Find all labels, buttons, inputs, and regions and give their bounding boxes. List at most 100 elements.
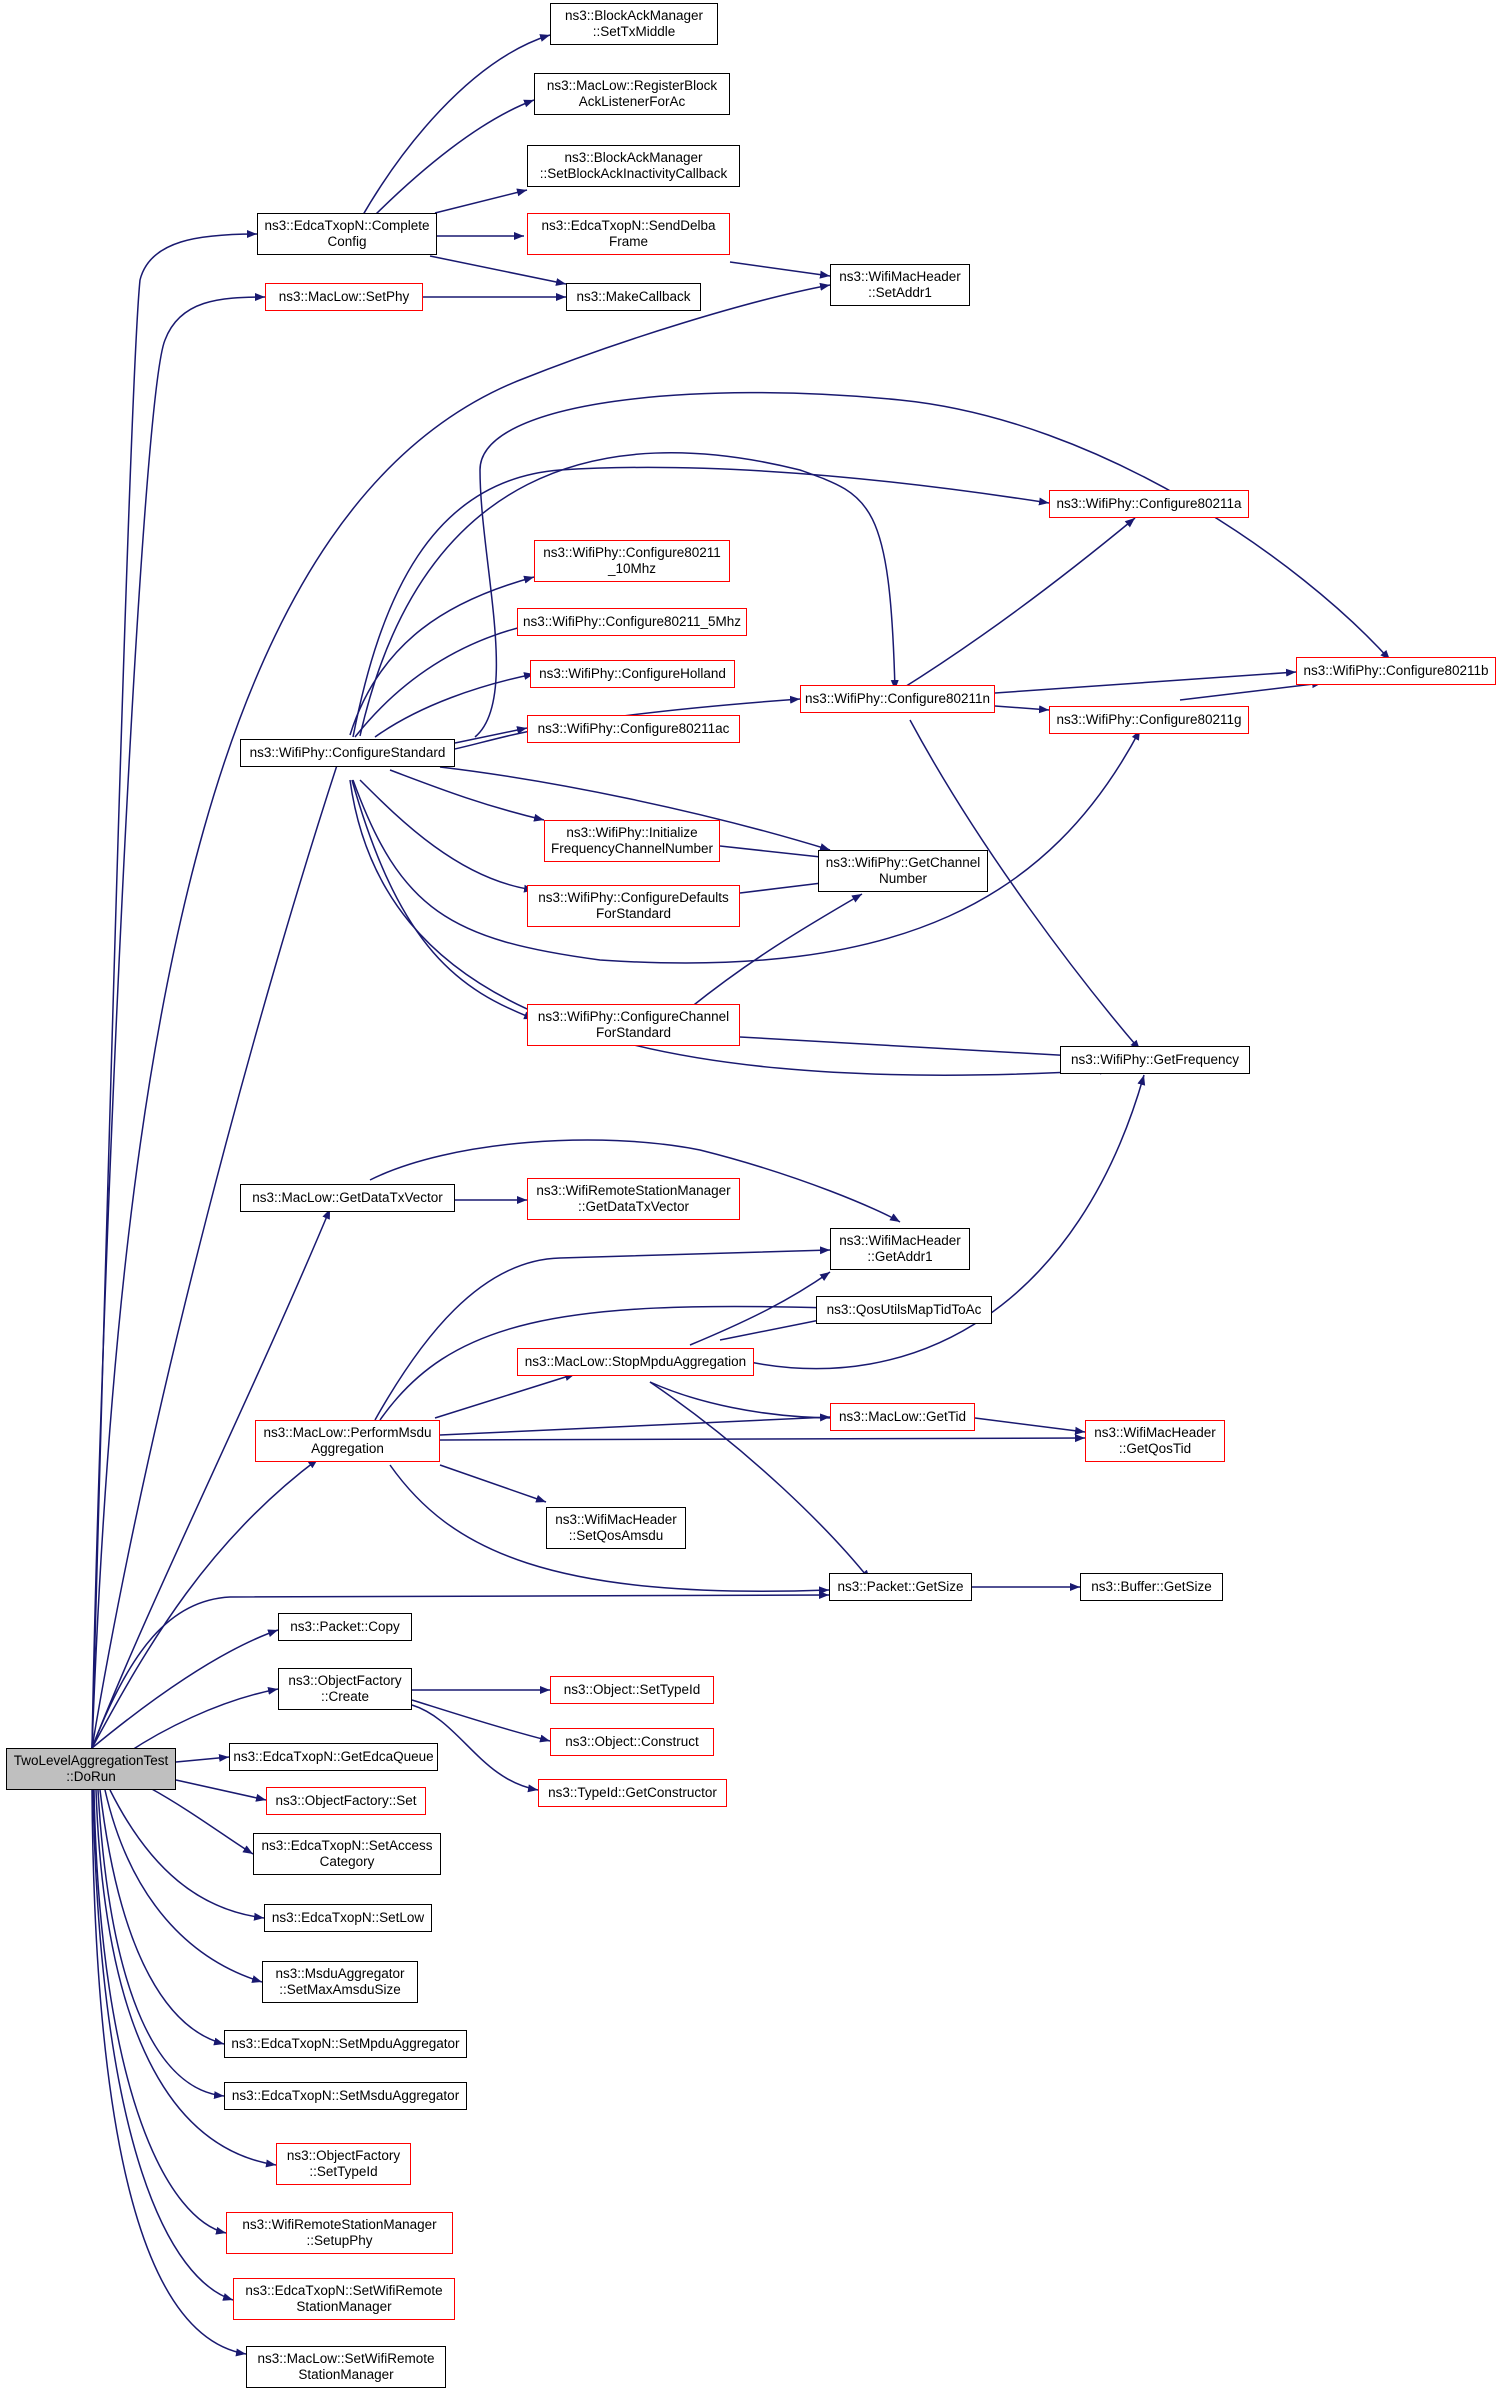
edge: [91, 293, 266, 1749]
edge: [434, 1373, 576, 1419]
call-node-configure-80211n[interactable]: ns3::WifiPhy::Configure80211n: [800, 685, 995, 713]
edge: [109, 1789, 265, 1921]
call-node-set-access-category[interactable]: ns3::EdcaTxopN::SetAccess Category: [253, 1833, 441, 1875]
call-node-packet-get-size[interactable]: ns3::Packet::GetSize: [829, 1573, 972, 1601]
call-node-set-phy[interactable]: ns3::MacLow::SetPhy: [265, 283, 423, 311]
edge: [994, 705, 1050, 714]
call-node-set-msdu-aggregator[interactable]: ns3::EdcaTxopN::SetMsduAggregator: [224, 2082, 467, 2110]
edge: [439, 1464, 547, 1503]
call-node-set-block-ack-inactivity[interactable]: ns3::BlockAckManager ::SetBlockAckInacti…: [527, 145, 740, 187]
edge: [91, 1458, 319, 1749]
call-node-setup-phy[interactable]: ns3::WifiRemoteStationManager ::SetupPhy: [226, 2212, 453, 2254]
call-node-get-addr1[interactable]: ns3::WifiMacHeader ::GetAddr1: [830, 1228, 970, 1270]
call-node-stop-mpdu-aggregation[interactable]: ns3::MacLow::StopMpduAggregation: [517, 1348, 754, 1376]
edge: [439, 766, 831, 851]
edge: [91, 282, 831, 1749]
edge: [119, 1686, 279, 1759]
edge: [739, 1036, 1111, 1062]
edge: [175, 1779, 267, 1802]
edge: [379, 1303, 831, 1421]
edge: [352, 729, 1141, 964]
call-node-set-qos-amsdu[interactable]: ns3::WifiMacHeader ::SetQosAmsdu: [546, 1507, 686, 1549]
edge: [411, 1699, 551, 1743]
call-node-object-set-type-id[interactable]: ns3::Object::SetTypeId: [550, 1676, 714, 1704]
edge: [649, 1381, 871, 1581]
call-node-make-callback[interactable]: ns3::MakeCallback: [566, 283, 701, 311]
call-node-set-mpdu-aggregator[interactable]: ns3::EdcaTxopN::SetMpduAggregator: [224, 2030, 467, 2058]
call-node-maclow-set-wifi-remote-station-manager[interactable]: ns3::MacLow::SetWifiRemote StationManage…: [246, 2346, 446, 2388]
edge: [474, 391, 1391, 738]
call-node-edca-set-wifi-remote-station-manager[interactable]: ns3::EdcaTxopN::SetWifiRemote StationMan…: [233, 2278, 455, 2320]
edge: [719, 1316, 831, 1341]
call-node-configure-80211ac[interactable]: ns3::WifiPhy::Configure80211ac: [527, 715, 740, 743]
edge: [389, 1464, 830, 1595]
call-node-initialize-frequency-channel[interactable]: ns3::WifiPhy::Initialize FrequencyChanne…: [544, 820, 720, 862]
edge: [454, 726, 528, 744]
call-node-register-block-ack-listener[interactable]: ns3::MacLow::RegisterBlock AckListenerFo…: [534, 73, 730, 115]
edge: [974, 1417, 1086, 1435]
call-node-rsm-get-data-tx-vector[interactable]: ns3::WifiRemoteStationManager ::GetDataT…: [527, 1178, 740, 1220]
edge: [91, 755, 341, 1749]
call-node-configure-defaults[interactable]: ns3::WifiPhy::ConfigureDefaults ForStand…: [527, 885, 740, 927]
edge: [1179, 680, 1323, 701]
edge: [91, 1629, 279, 1749]
call-node-get-qos-tid[interactable]: ns3::WifiMacHeader ::GetQosTid: [1085, 1420, 1225, 1462]
edge: [909, 719, 1141, 1051]
call-node-configure-holland[interactable]: ns3::WifiPhy::ConfigureHolland: [530, 660, 735, 688]
call-node-complete-config[interactable]: ns3::EdcaTxopN::Complete Config: [257, 213, 437, 255]
call-node-get-data-tx-vector[interactable]: ns3::MacLow::GetDataTxVector: [240, 1184, 455, 1212]
edge: [149, 1787, 254, 1855]
call-node-get-channel-number[interactable]: ns3::WifiPhy::GetChannel Number: [818, 850, 988, 892]
call-node-packet-copy[interactable]: ns3::Packet::Copy: [278, 1613, 412, 1641]
call-node-object-factory-set-type-id[interactable]: ns3::ObjectFactory ::SetTypeId: [276, 2143, 411, 2185]
call-node-configure-channel[interactable]: ns3::WifiPhy::ConfigureChannel ForStanda…: [527, 1004, 740, 1046]
call-node-object-construct[interactable]: ns3::Object::Construct: [550, 1728, 714, 1756]
edge: [719, 845, 831, 861]
edge: [411, 1704, 539, 1793]
edge: [899, 517, 1136, 691]
call-node-configure-80211-10mhz[interactable]: ns3::WifiPhy::Configure80211 _10Mhz: [534, 540, 730, 582]
edge: [91, 1208, 331, 1749]
call-node-object-factory-set[interactable]: ns3::ObjectFactory::Set: [266, 1787, 426, 1815]
edge: [99, 1789, 225, 2046]
edge: [104, 1789, 263, 1983]
edge: [359, 779, 535, 893]
edge: [369, 1139, 901, 1223]
call-node-set-low[interactable]: ns3::EdcaTxopN::SetLow: [264, 1904, 432, 1932]
edge: [729, 261, 831, 279]
edge: [359, 452, 899, 737]
call-node-qos-utils-map-tid-to-ac[interactable]: ns3::QosUtilsMapTidToAc: [816, 1296, 992, 1324]
call-node-set-max-amsdu-size[interactable]: ns3::MsduAggregator ::SetMaxAmsduSize: [262, 1961, 418, 2003]
call-node-buffer-get-size[interactable]: ns3::Buffer::GetSize: [1080, 1573, 1223, 1601]
call-node-configure-80211g[interactable]: ns3::WifiPhy::Configure80211g: [1049, 706, 1249, 734]
edge: [649, 1381, 856, 1423]
edge: [351, 779, 535, 1020]
edge: [439, 1434, 1086, 1443]
edge: [91, 230, 258, 1749]
edge: [429, 255, 567, 286]
call-node-get-edca-queue[interactable]: ns3::EdcaTxopN::GetEdcaQueue: [229, 1743, 438, 1771]
call-node-get-frequency[interactable]: ns3::WifiPhy::GetFrequency: [1060, 1046, 1250, 1074]
call-node-type-id-get-constructor[interactable]: ns3::TypeId::GetConstructor: [538, 1779, 727, 1807]
call-node-set-tx-middle[interactable]: ns3::BlockAckManager ::SetTxMiddle: [550, 3, 718, 45]
call-node-object-factory-create[interactable]: ns3::ObjectFactory ::Create: [278, 1668, 412, 1710]
edge: [994, 668, 1297, 694]
edge: [689, 893, 863, 1009]
edge: [92, 1789, 234, 2301]
edge: [95, 1789, 277, 2168]
call-node-get-tid[interactable]: ns3::MacLow::GetTid: [830, 1403, 975, 1431]
call-node-configure-80211-5mhz[interactable]: ns3::WifiPhy::Configure80211_5Mhz: [517, 608, 747, 636]
edge: [389, 769, 545, 822]
call-node-set-addr1[interactable]: ns3::WifiMacHeader ::SetAddr1: [830, 264, 970, 306]
edge: [374, 672, 535, 738]
edge: [349, 575, 535, 736]
edge: [439, 1413, 831, 1436]
call-node-send-delba-frame[interactable]: ns3::EdcaTxopN::SendDelba Frame: [527, 213, 730, 255]
edge: [359, 34, 551, 221]
call-node-configure-standard[interactable]: ns3::WifiPhy::ConfigureStandard: [240, 739, 455, 767]
edge: [739, 879, 831, 894]
call-node-perform-msdu-aggregation[interactable]: ns3::MacLow::PerformMsdu Aggregation: [255, 1420, 440, 1462]
call-node-configure-80211b[interactable]: ns3::WifiPhy::Configure80211b: [1296, 657, 1496, 685]
call-node-configure-80211a[interactable]: ns3::WifiPhy::Configure80211a: [1049, 490, 1249, 518]
